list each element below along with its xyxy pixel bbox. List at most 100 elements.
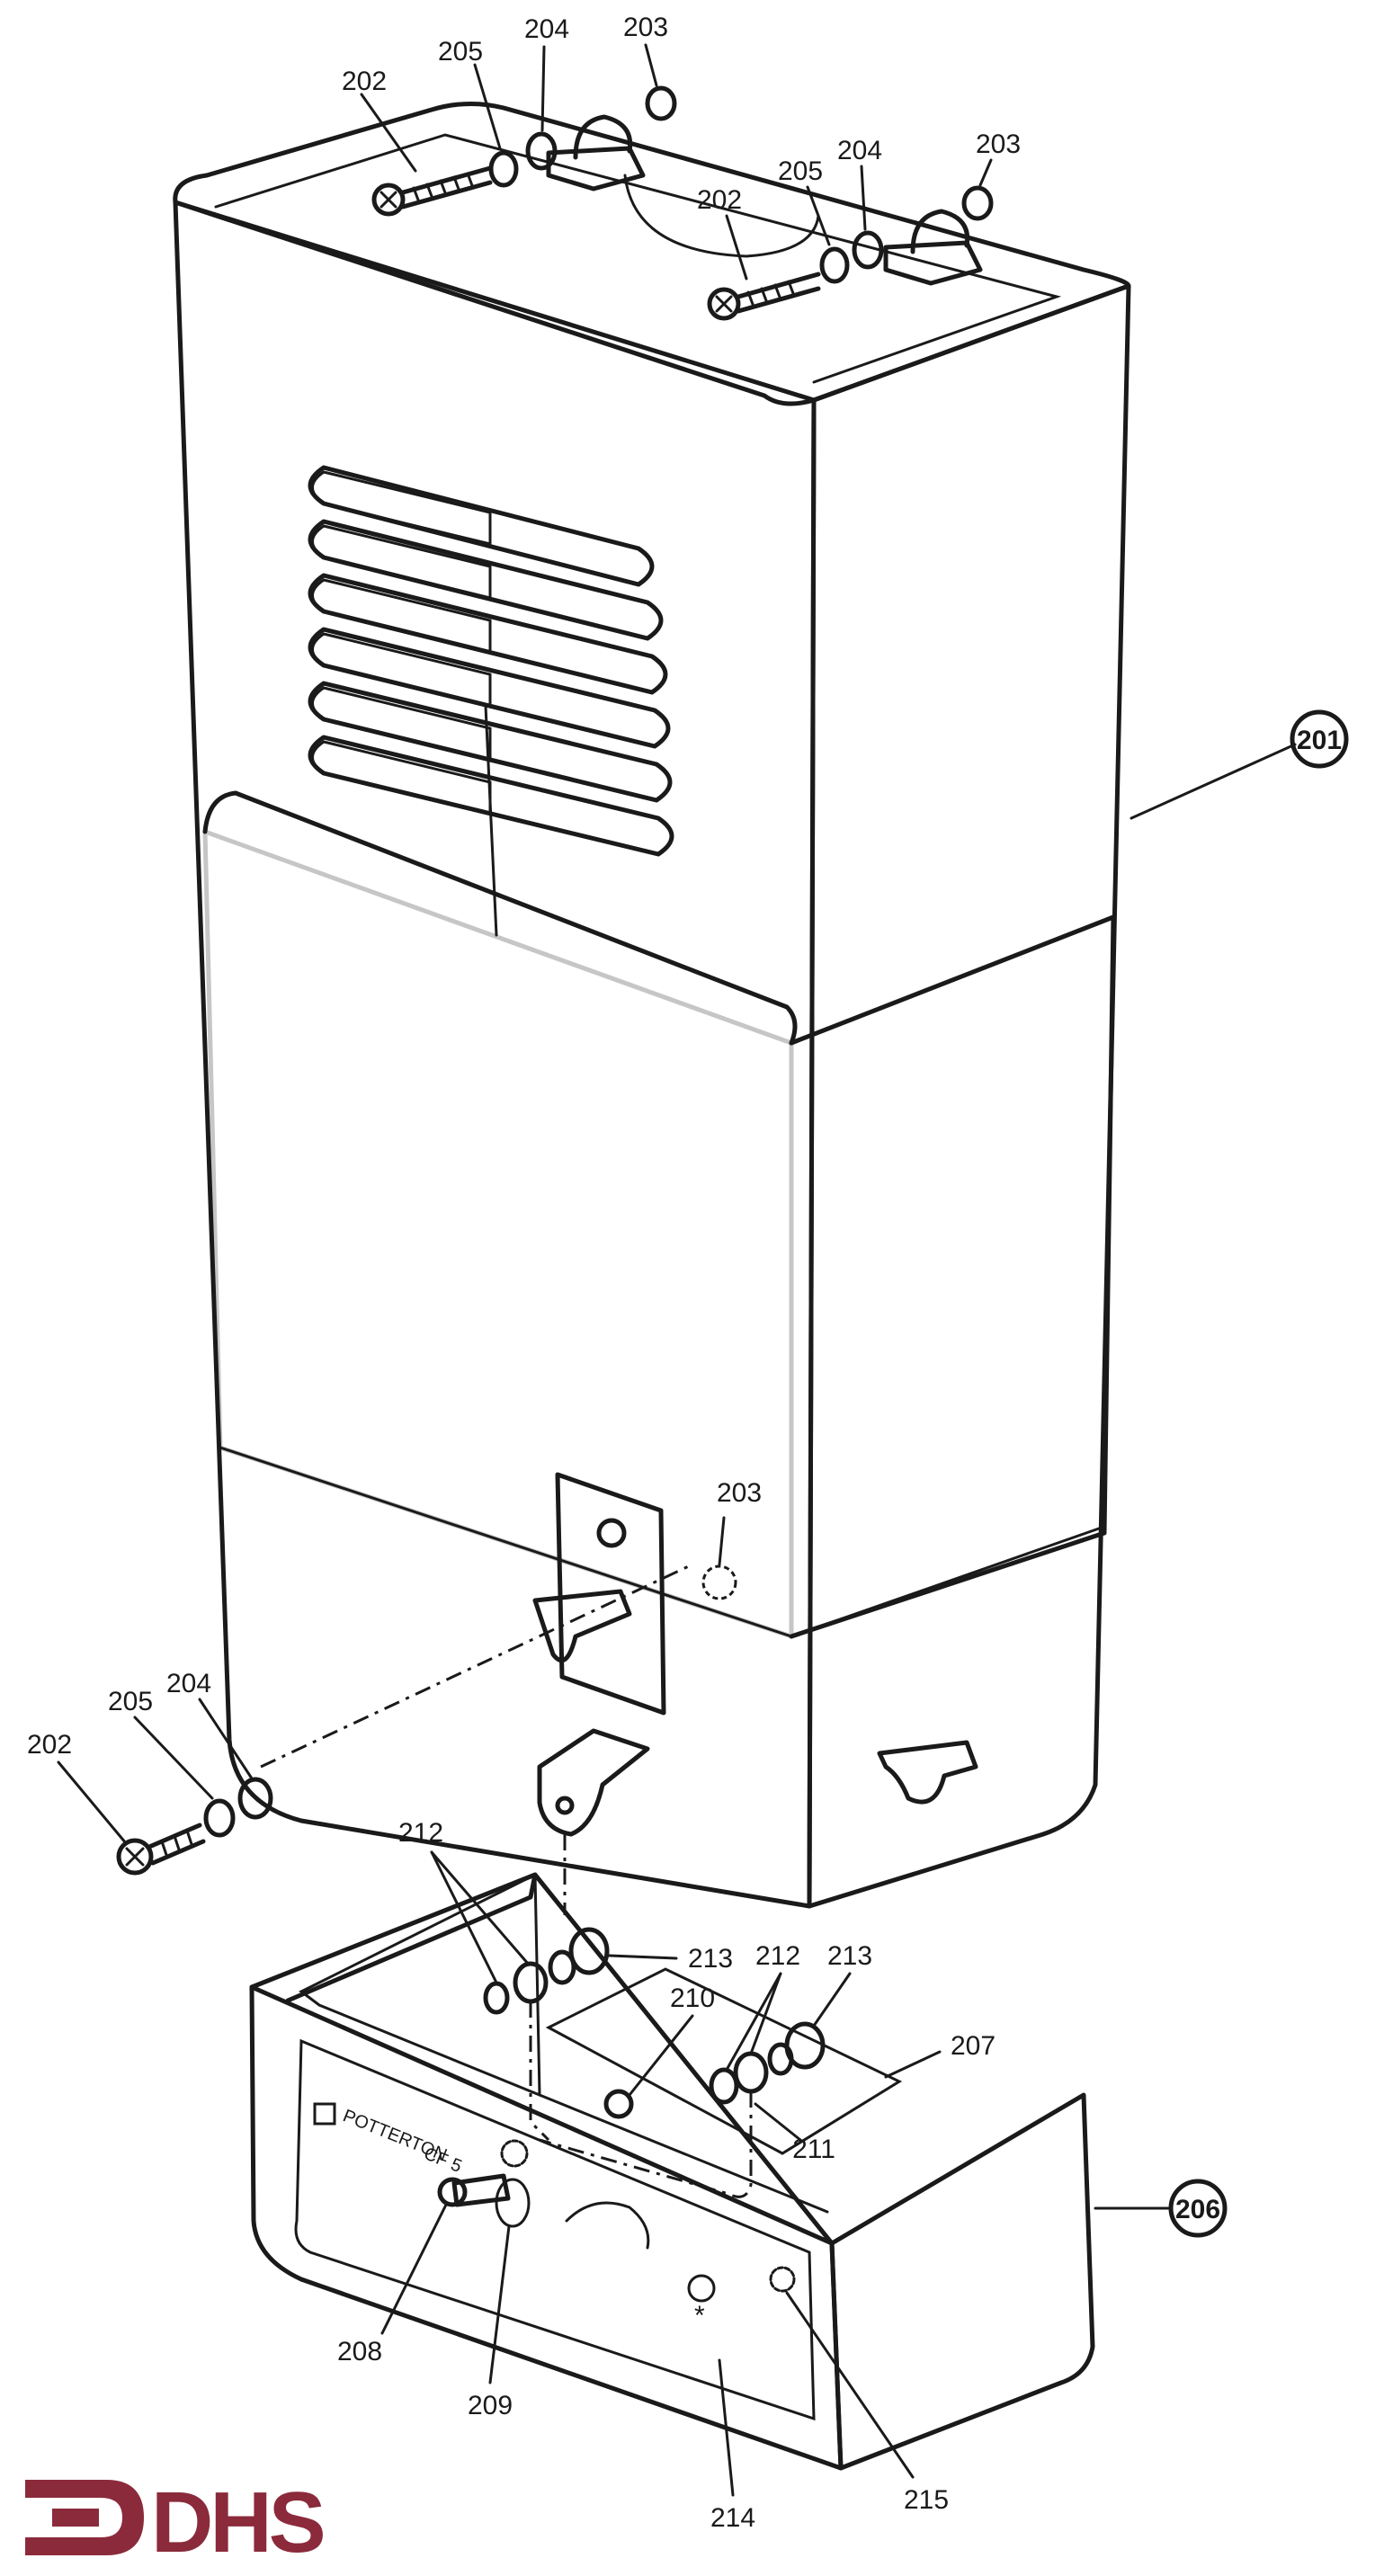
- leader-202: [360, 93, 417, 173]
- casing-right-side: [807, 283, 1131, 1909]
- control-box-rim: [249, 1872, 835, 2246]
- casing-lower-seam: [219, 1446, 793, 1638]
- louvre-slot: [308, 519, 664, 641]
- leader-203: [718, 1516, 726, 1566]
- leader-202: [725, 214, 748, 281]
- brand-mark: [313, 2102, 336, 2126]
- nut-213: [784, 2021, 826, 2070]
- side-hinge-tab: [877, 1740, 978, 1805]
- indicator-lamp: [687, 2274, 716, 2303]
- leader-205: [806, 185, 831, 246]
- terminal-212: [513, 1961, 549, 2004]
- indicator-star: *: [694, 2301, 705, 2331]
- label-204: 204: [166, 1669, 211, 1698]
- model-name: CF 5: [421, 2144, 464, 2177]
- leader-203: [978, 158, 993, 187]
- washer-212: [548, 1949, 576, 1985]
- leader-213: [812, 1972, 852, 2028]
- leader-207: [884, 2050, 942, 2079]
- louvre-slot: [308, 627, 671, 749]
- nut-203: [961, 185, 994, 221]
- louvre-slot: [308, 681, 673, 803]
- washer-204: [237, 1777, 273, 1820]
- control-box-inner-edge: [538, 2093, 829, 2214]
- label-210: 210: [670, 1983, 715, 2013]
- casing-front-panel: [202, 829, 794, 1639]
- nut-203: [645, 85, 677, 121]
- leader-215: [785, 2291, 915, 2479]
- nut-213: [568, 1927, 610, 1975]
- label-205: 205: [108, 1687, 153, 1716]
- label-215: 215: [904, 2485, 949, 2515]
- control-box-206: POTTERTON CF 5 *: [249, 1818, 1228, 2533]
- louvre-slot: [308, 465, 655, 587]
- casing-side-panel-divider: [789, 914, 1116, 1639]
- louvre-slot: [308, 573, 668, 695]
- front-hinge-tab: [532, 1589, 632, 1663]
- casing-top: [173, 102, 1131, 406]
- label-202: 202: [342, 67, 387, 96]
- screw-202: [707, 272, 821, 321]
- terminal-212: [733, 2051, 769, 2094]
- top-fixings-right: 202 205 204 203: [697, 129, 1021, 321]
- label-212: 212: [755, 1941, 800, 1971]
- louvre-grille: [308, 465, 674, 857]
- label-202: 202: [27, 1730, 72, 1760]
- label-205: 205: [438, 37, 483, 67]
- louvre-slot: [308, 735, 674, 857]
- wire-path: [529, 2001, 550, 2142]
- assembly-line: [260, 1563, 693, 1769]
- knob-208: [451, 2173, 511, 2207]
- label-204: 204: [524, 14, 569, 44]
- washer-204: [525, 131, 558, 171]
- leader-204: [860, 165, 867, 231]
- leader-211: [754, 2102, 802, 2142]
- grommet-215: [769, 2266, 796, 2293]
- hinge-bracket: [537, 1728, 650, 1915]
- screw-202: [371, 165, 493, 217]
- callout-201-circle: [1290, 709, 1349, 769]
- dhs-logo-text: DHS: [151, 2474, 324, 2571]
- front-panel-inset: [294, 2038, 816, 2421]
- leader-203: [644, 43, 658, 87]
- callout-206-circle: [1168, 2179, 1228, 2238]
- label-211: 211: [792, 2135, 835, 2164]
- label-213: 213: [688, 1944, 733, 1974]
- top-fixings-left: 202 205 204 203: [342, 13, 677, 217]
- leader-204: [540, 45, 546, 132]
- leader-205: [473, 63, 502, 150]
- washer-205: [203, 1798, 236, 1838]
- casing-201: 201: [173, 102, 1349, 1909]
- label-202: 202: [697, 185, 742, 215]
- leader-208: [380, 2201, 449, 2335]
- nut-209: [500, 2139, 529, 2168]
- callout-201: 201: [1297, 726, 1342, 755]
- mounting-hole: [596, 1518, 627, 1548]
- front-split-line: [484, 704, 498, 937]
- dial-arc: [565, 2201, 650, 2250]
- label-207: 207: [951, 2031, 996, 2061]
- label-209: 209: [468, 2391, 513, 2420]
- wire-path: [539, 2091, 753, 2198]
- washer-212: [709, 2067, 739, 2105]
- leader-212: [430, 1850, 498, 1984]
- washer-212: [483, 1981, 510, 2015]
- label-214: 214: [710, 2503, 755, 2533]
- washer-209: [495, 2178, 531, 2228]
- leader-202: [57, 1760, 128, 1845]
- dhs-logo-arrow: [25, 2480, 144, 2555]
- label-203: 203: [623, 13, 668, 42]
- dhs-logo: DHS: [25, 2474, 327, 2571]
- label-212: 212: [398, 1818, 443, 1848]
- control-box-front: [249, 1984, 844, 2471]
- label-203: 203: [717, 1478, 762, 1508]
- casing-front: [173, 200, 817, 1909]
- casing-lower-seam-side: [790, 1527, 1101, 1638]
- leader-209: [488, 2224, 511, 2384]
- label-208: 208: [337, 2337, 382, 2367]
- leader-213: [608, 1954, 678, 1960]
- callout-206: 206: [1175, 2195, 1220, 2224]
- top-hinge-bracket-left: [546, 114, 646, 192]
- stud-210: [603, 2089, 634, 2119]
